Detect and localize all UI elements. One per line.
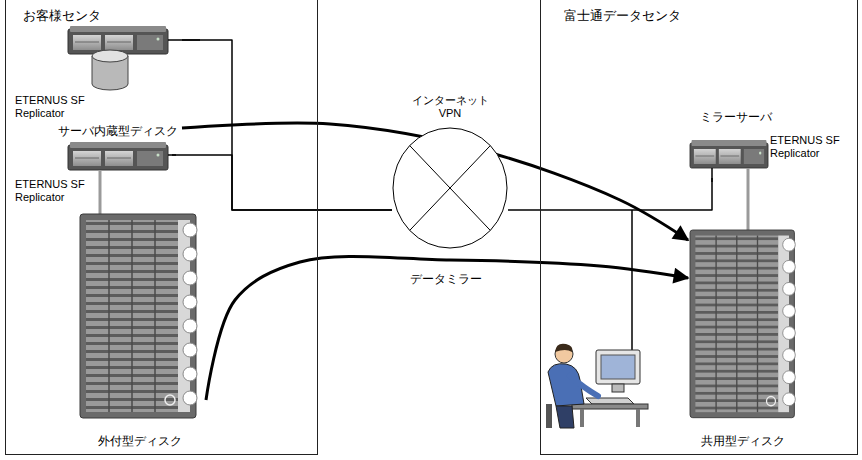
server-node: ETERNUS SF Replicator サーバ内蔵型ディスク [12,22,182,141]
disk-node: 共用型ディスク [688,228,802,451]
site-panel: お客様センタETERNUS SF Replicatorサーバ内蔵型ディスクETE… [5,0,318,455]
node-label: 外付型ディスク [78,434,202,448]
server-icon [690,140,768,168]
storage-rack [690,230,795,418]
operator-figure [546,344,648,428]
node-label: ETERNUS SF Replicator [15,94,95,120]
mirror-arrow [206,256,688,400]
node-label: 共用型ディスク [688,434,798,448]
node-label: ETERNUS SF Replicator [15,178,95,204]
server-icon [68,142,168,170]
node-label: インターネット VPN [405,94,495,120]
disk-icon [92,50,128,90]
disk-node: 外付型ディスク [78,212,206,451]
node-label: ETERNUS SF Replicator [770,134,850,160]
cloud-cross [410,146,491,231]
network-wire [631,210,633,352]
server-node: ミラーサーバ ETERNUS SF Replicator [688,108,855,178]
storage-rack [80,214,197,418]
node-label: サーバ内蔵型ディスク [58,124,178,138]
server-icon [68,26,168,54]
storage-cable [747,168,750,230]
server-node: ETERNUS SF Replicator [12,138,172,207]
network-cloud: インターネット VPN [392,92,508,252]
site-title: お客様センタ [23,8,101,24]
cloud-cross [410,146,491,231]
cloud-ellipse [393,128,507,248]
storage-cable [99,170,102,214]
flow-label: データミラー [408,272,484,286]
site-title: 富士通データセンタ [564,8,681,24]
site-panel: 富士通データセンタミラーサーバ ETERNUS SF Replicator 共用型デ… [540,0,858,455]
node-label: ミラーサーバ [700,110,772,124]
network-line [172,155,392,210]
